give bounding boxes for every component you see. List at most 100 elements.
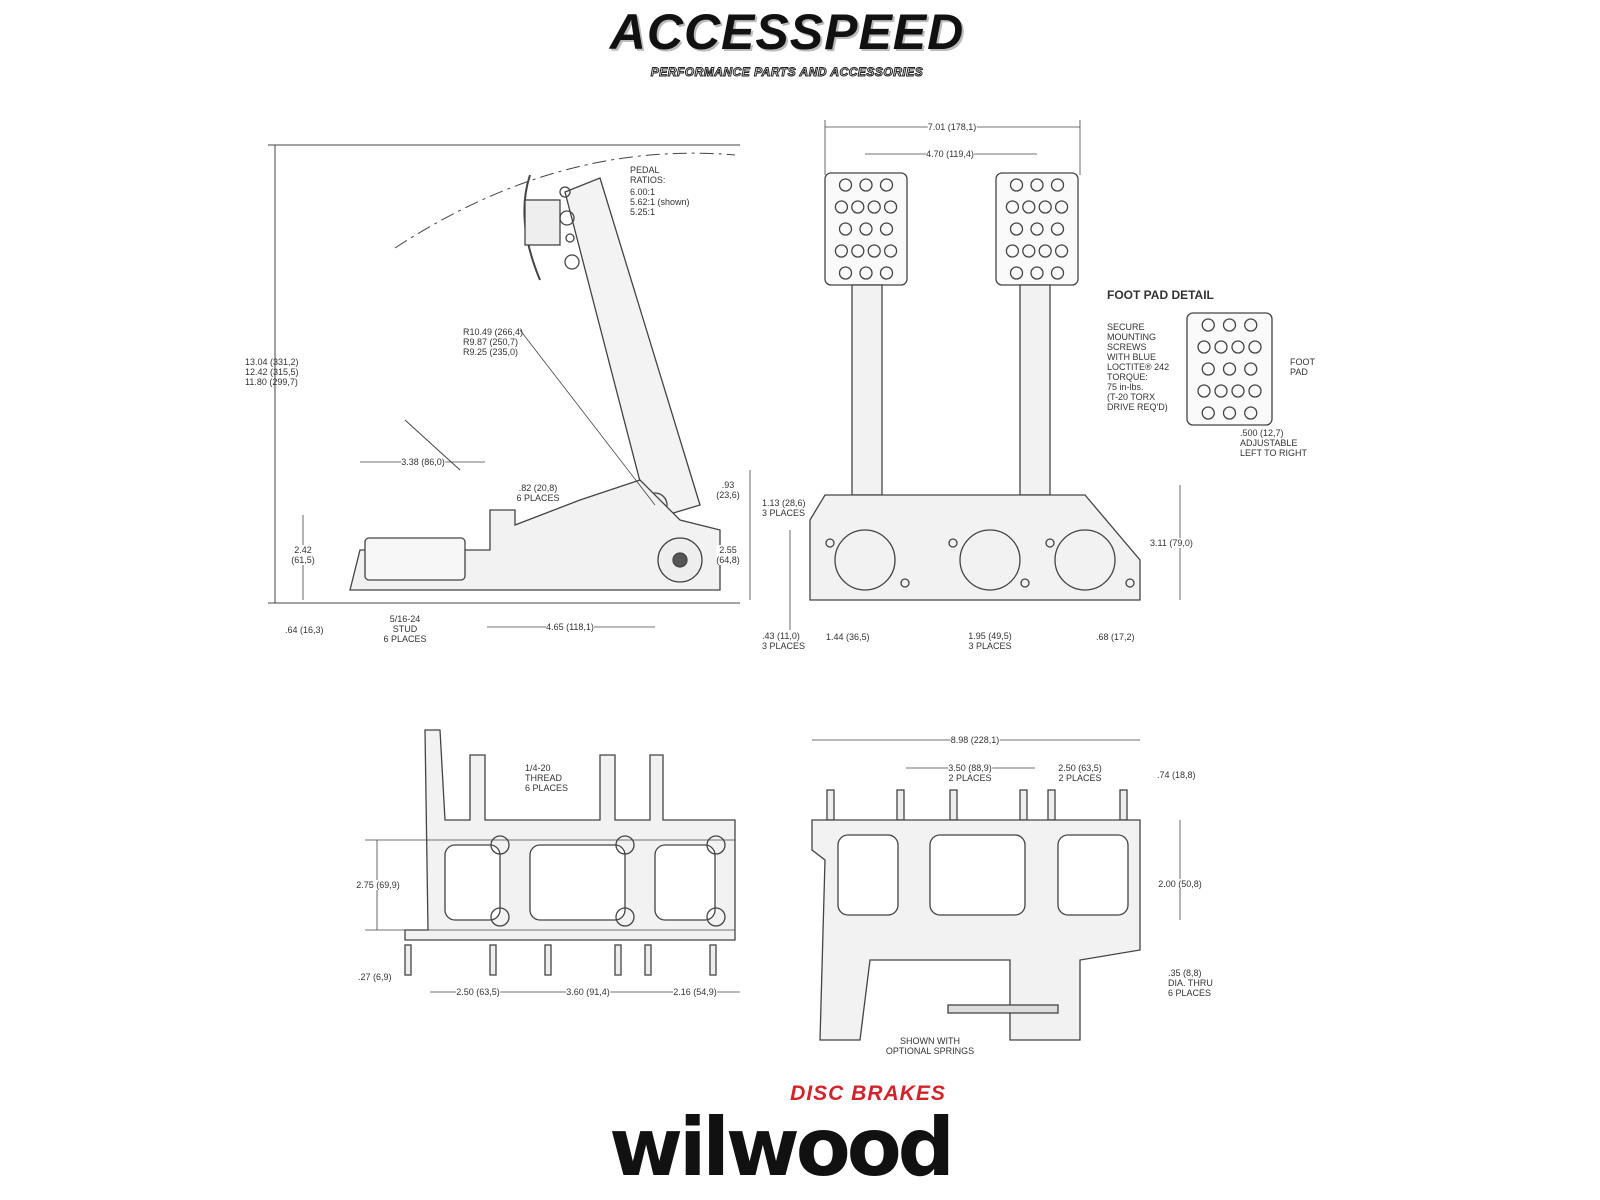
dim-1-44: 1.44 (36,5) bbox=[826, 632, 870, 642]
master-cylinder bbox=[364, 537, 466, 581]
pad-hole bbox=[879, 178, 894, 192]
pad-hole bbox=[1248, 340, 1262, 354]
pad-hole bbox=[1197, 384, 1211, 398]
dim-0-43: .43 (11,0)3 PLACES bbox=[762, 631, 806, 651]
dim-2-00: 2.00 (50,8) bbox=[1158, 879, 1202, 889]
pad-hole bbox=[1050, 266, 1065, 280]
dim-0-82: .82 (20,8)6 PLACES bbox=[516, 483, 560, 503]
pad-hole bbox=[1244, 318, 1258, 332]
pad-hole bbox=[1222, 362, 1237, 376]
pad-hole bbox=[859, 178, 873, 192]
pad-hole bbox=[1030, 266, 1044, 280]
pad-hole bbox=[1197, 340, 1211, 354]
pedal-arm bbox=[564, 177, 701, 521]
dim-2-75: 2.75 (69,9) bbox=[356, 880, 400, 890]
pad-hole bbox=[883, 200, 898, 214]
pad-hole bbox=[867, 244, 881, 258]
pad-hole bbox=[1231, 384, 1245, 398]
pad-hole bbox=[1214, 384, 1228, 398]
top-view bbox=[365, 729, 740, 993]
dim-3-11: 3.11 (79,0) bbox=[1150, 538, 1193, 548]
disc-brakes-label: DISC BRAKES bbox=[790, 1082, 946, 1105]
dim-3-60: 3.60 (91,4) bbox=[566, 987, 610, 997]
pad-hole bbox=[838, 222, 853, 236]
pad-hole bbox=[879, 266, 894, 280]
pad-hole bbox=[1231, 340, 1245, 354]
pad-hole bbox=[1030, 222, 1044, 236]
pad-hole bbox=[1248, 384, 1262, 398]
foot-pad-detail-drawing bbox=[1186, 312, 1273, 426]
pad-hole bbox=[859, 222, 873, 236]
pad-hole bbox=[834, 200, 849, 214]
pad-hole bbox=[879, 222, 894, 236]
dim-2-50-bottom: 2.50 (63,5)2 PLACES bbox=[1058, 763, 1102, 783]
pad-hole bbox=[1222, 406, 1237, 420]
pad-hole bbox=[1201, 318, 1215, 332]
dim-8-98: 8.98 (228,1) bbox=[950, 735, 1000, 745]
pad-hole bbox=[1050, 222, 1065, 236]
pedal-base-front bbox=[809, 494, 1141, 601]
brake-pedal-pad bbox=[824, 172, 908, 286]
pad-hole bbox=[1244, 406, 1258, 420]
dim-3-38: 3.38 (86,0) bbox=[401, 457, 445, 467]
dim-3-50: 3.50 (88,9)2 PLACES bbox=[948, 763, 992, 783]
pad-hole bbox=[838, 178, 853, 192]
pad-hole bbox=[1009, 266, 1024, 280]
pad-hole bbox=[1050, 178, 1065, 192]
dim-0-27: .27 (6,9) bbox=[358, 972, 392, 982]
pad-hole bbox=[1009, 178, 1024, 192]
pad-hole bbox=[1054, 244, 1069, 258]
dim-4-65: 4.65 (118,1) bbox=[546, 622, 594, 632]
pad-hole bbox=[1022, 200, 1036, 214]
pad-hole bbox=[834, 244, 849, 258]
pad-hole bbox=[1054, 200, 1069, 214]
front-view bbox=[789, 120, 1273, 630]
pad-hole bbox=[1214, 340, 1228, 354]
pad-hole bbox=[838, 266, 853, 280]
foot-pad-detail-title: FOOT PAD DETAIL bbox=[1107, 288, 1214, 302]
bottom-view bbox=[811, 739, 1181, 1041]
accesspeed-logo: ACCESSPEED bbox=[609, 4, 965, 60]
dim-0-68: .68 (17,2) bbox=[1096, 632, 1135, 642]
accesspeed-tagline: PERFORMANCE PARTS AND ACCESSORIES bbox=[650, 65, 924, 80]
wilwood-logo: wilwood bbox=[609, 1101, 955, 1194]
dim-2-55: 2.55(64,8) bbox=[716, 545, 740, 565]
pad-hole bbox=[1009, 222, 1024, 236]
pad-hole bbox=[1022, 244, 1036, 258]
pad-hole bbox=[1005, 244, 1020, 258]
clutch-pedal-pad bbox=[995, 172, 1079, 286]
dim-2-50-top: 2.50 (63,5) bbox=[456, 987, 500, 997]
dim-1-13: 1.13 (28,6)3 PLACES bbox=[762, 498, 806, 518]
pad-hole bbox=[851, 200, 865, 214]
pad-hole bbox=[1038, 200, 1052, 214]
dim-0-93: .93(23,6) bbox=[716, 480, 740, 500]
dim-7-01: 7.01 (178,1) bbox=[927, 122, 977, 132]
height-dims: 13.04 (331,2)12.42 (315,5)11.80 (299,7) bbox=[245, 357, 299, 387]
pad-hole bbox=[851, 244, 865, 258]
dim-1-95: 1.95 (49,5)3 PLACES bbox=[968, 631, 1012, 651]
pad-hole bbox=[1038, 244, 1052, 258]
pad-hole bbox=[867, 200, 881, 214]
pad-hole bbox=[883, 244, 898, 258]
pad-hole bbox=[859, 266, 873, 280]
dim-4-70: 4.70 (119,4) bbox=[926, 149, 974, 159]
pad-hole bbox=[1222, 318, 1237, 332]
pad-hole bbox=[1201, 406, 1215, 420]
pad-hole bbox=[1244, 362, 1258, 376]
radius-dims: R10.49 (266,4)R9.87 (250,7)R9.25 (235,0) bbox=[463, 327, 524, 357]
side-view bbox=[268, 144, 751, 628]
pad-hole bbox=[1201, 362, 1215, 376]
dim-2-16: 2.16 (54,9) bbox=[673, 987, 717, 997]
pad-hole bbox=[1030, 178, 1044, 192]
pad-hole bbox=[1005, 200, 1020, 214]
dim-0-74: .74 (18,8) bbox=[1157, 770, 1196, 780]
